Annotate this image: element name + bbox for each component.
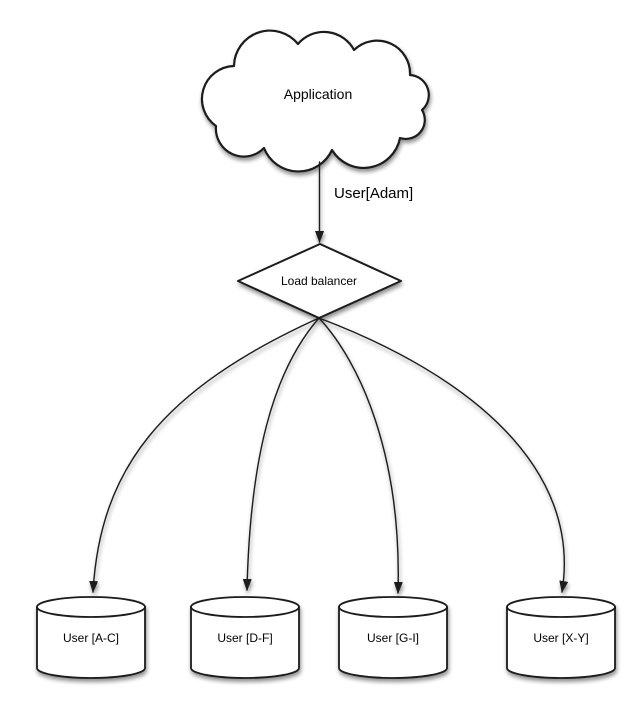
shard-cylinder-1 <box>36 596 146 679</box>
cylinder-top-edge <box>506 606 616 618</box>
cylinder-body <box>338 596 448 679</box>
shard-label-4: User [X-Y] <box>533 631 588 645</box>
shard-cylinder-3 <box>338 596 448 679</box>
shard-label-2: User [D-F] <box>217 631 272 645</box>
shard-cylinder-2 <box>190 596 300 679</box>
balancer-to-shard-3-arrow <box>318 317 403 594</box>
load-balancer-label: Load balancer <box>281 274 357 288</box>
shard-cylinder-4 <box>506 596 616 679</box>
cylinder-top-edge <box>338 606 448 618</box>
application-cloud <box>200 29 430 173</box>
drawing <box>36 29 616 679</box>
cylinder-top-edge <box>190 606 300 618</box>
balancer-to-shard-1-arrow <box>89 317 320 593</box>
application-label: Application <box>284 86 353 102</box>
shard-label-1: User [A-C] <box>63 631 119 645</box>
shard-label-3: User [G-I] <box>367 631 419 645</box>
cylinder-body <box>506 596 616 679</box>
cylinder-body <box>190 596 300 679</box>
request-arrow-label: User[Adam] <box>334 185 413 202</box>
labels: Application User[Adam] Load balancer Use… <box>63 86 589 645</box>
cylinder-top-edge <box>36 606 146 618</box>
balancer-to-shard-2-arrow <box>242 317 320 591</box>
cylinder-body <box>36 596 146 679</box>
balancer-to-shard-4-arrow <box>318 317 569 593</box>
